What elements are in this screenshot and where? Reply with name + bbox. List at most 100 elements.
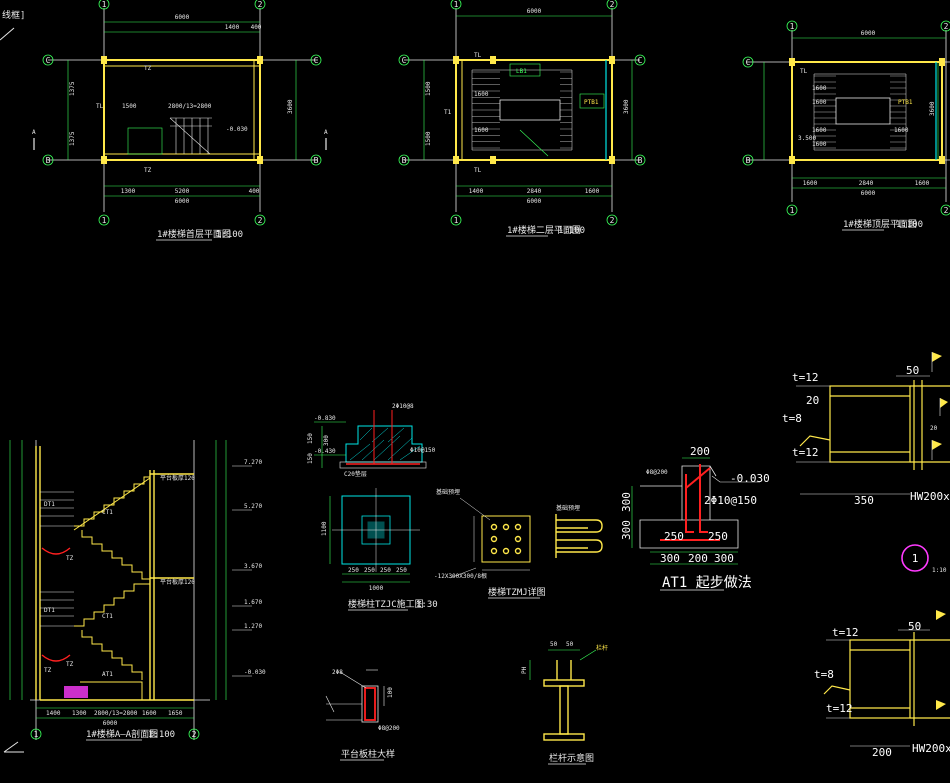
label-tz: TZ (44, 667, 52, 674)
label-tz: TZ (144, 65, 152, 72)
column-caption: 平台板柱大样 (341, 748, 395, 760)
dim-text: 1500 (425, 81, 432, 96)
dim-text: 1600 (474, 127, 489, 134)
dim-text: 6000 (527, 8, 542, 15)
dim-text: 2800/13=2800 (94, 710, 138, 717)
elevation-text: 5.270 (244, 503, 262, 510)
dim-text: PH (521, 666, 528, 674)
dim-text: 1600 (812, 141, 827, 148)
plate-thickness: t=8 (782, 412, 802, 425)
dim-text: 1600 (812, 85, 827, 92)
svg-text:1: 1 (454, 0, 459, 9)
dim-text: 1375 (69, 81, 76, 96)
dim-text: 1600 (803, 180, 818, 187)
dim-text: 2840 (527, 188, 542, 195)
platform-column-detail: 2Φ8 100 Φ8@200 平台板柱大样 (325, 669, 400, 761)
label-ptb1: PTB1 (898, 99, 913, 106)
label-dt1: DT1 (44, 501, 55, 508)
label-t1: T1 (444, 109, 452, 116)
dim-text: 1600 (812, 99, 827, 106)
dim-text: 6000 (861, 30, 876, 37)
detail-marker (901, 544, 929, 572)
section-mark-left: A (32, 129, 36, 136)
dim-text: 400 (249, 188, 260, 195)
dim-text: 6000 (175, 14, 190, 21)
svg-text:C: C (402, 56, 407, 65)
section-caption: 1#楼梯A—A剖面图 (86, 728, 158, 740)
dim-text: 6000 (527, 198, 542, 205)
embed-plate-detail: 基础预埋 -12X300X300/8根 基础预埋 楼梯TZMJ详图 (434, 488, 603, 599)
svg-text:2: 2 (610, 216, 615, 225)
dim-text: 6000 (861, 190, 876, 197)
dim-text: C20垫层 (344, 470, 367, 478)
dim-text: 1600 (812, 127, 827, 134)
dim-text: 250 (664, 530, 684, 543)
dim-text: 350 (854, 494, 874, 507)
plate-thickness: t=12 (792, 446, 819, 459)
connection-detail-1: t=12 50 20 20 t=8 t=12 350 HW200x200 1 1… (782, 352, 950, 574)
svg-text:1: 1 (102, 216, 107, 225)
svg-text:B: B (402, 156, 407, 165)
elevation-text: 3.500 (798, 135, 816, 142)
dim-text: 3600 (929, 101, 936, 116)
dim-text: 300 (620, 520, 633, 540)
dim-text: 3600 (287, 99, 294, 114)
label-tz: TZ (144, 167, 152, 174)
rebar-text: 2Φ10@8 (392, 403, 414, 410)
connection-detail-2: t=12 50 t=8 t=12 200 HW200x200 (814, 610, 950, 759)
dim-text: 基础预埋 (556, 504, 580, 512)
svg-text:C: C (46, 56, 51, 65)
dim-text: 300 (660, 552, 680, 565)
plan1-caption: 1#楼梯首层平面图 (157, 228, 231, 240)
dim-text: 150 (307, 433, 314, 444)
embed-label: 基础预埋 (436, 488, 460, 496)
plate-thickness: t=12 (832, 626, 859, 639)
dim-text: 250 (380, 567, 391, 574)
plan2-scale: 1:100 (558, 226, 585, 236)
dim-text: 200 (872, 746, 892, 759)
dim-text: 1300 (72, 710, 87, 717)
elevation-text: -0.830 (314, 415, 336, 422)
plan1-scale: 1:100 (216, 230, 243, 240)
svg-text:2: 2 (610, 0, 615, 9)
slab-label: 平台板厚120 (160, 474, 195, 482)
label-tl: TL (800, 68, 808, 75)
dim-text: 1600 (894, 127, 909, 134)
svg-text:B: B (638, 156, 643, 165)
svg-text:2: 2 (944, 206, 949, 215)
section-size: HW200x200 (912, 742, 950, 755)
dim-text: 150 (307, 453, 314, 464)
dim-text: 1000 (369, 585, 384, 592)
dim-text: 300 (323, 435, 330, 446)
foot-scale: 1:30 (416, 600, 438, 610)
label-at1: AT1 (102, 671, 113, 678)
svg-text:2: 2 (258, 216, 263, 225)
label-tl: TL (96, 103, 104, 110)
rebar-text: 2Φ8 (332, 669, 343, 676)
detail-marker-scale: 1:10 (932, 567, 947, 574)
dim-text: 250 (396, 567, 407, 574)
detail-marker-number: 1 (912, 552, 919, 565)
railing-label: 栏杆 (596, 644, 608, 652)
viewport-label: 线框] (2, 9, 25, 21)
svg-text:2: 2 (258, 0, 263, 9)
dim-text: 6000 (103, 720, 118, 727)
elevation-text: 7.270 (244, 459, 262, 466)
dim-text: 1650 (168, 710, 183, 717)
dim-text: 3600 (623, 99, 630, 114)
dim-text: 100 (387, 687, 394, 698)
dim-text: 6000 (175, 198, 190, 205)
svg-text:1: 1 (790, 22, 795, 31)
svg-text:1: 1 (454, 216, 459, 225)
dim-text: 1100 (321, 521, 328, 536)
rebar-text: Φ8@200 (646, 469, 668, 476)
dim-text: 1600 (915, 180, 930, 187)
svg-text:1: 1 (34, 730, 39, 739)
elevation-text: 3.670 (244, 563, 262, 570)
dim-text: 200 (688, 552, 708, 565)
svg-text:2: 2 (192, 730, 197, 739)
dim-text: 1400 (46, 710, 61, 717)
dim-text: 2800/13=2800 (168, 103, 212, 110)
